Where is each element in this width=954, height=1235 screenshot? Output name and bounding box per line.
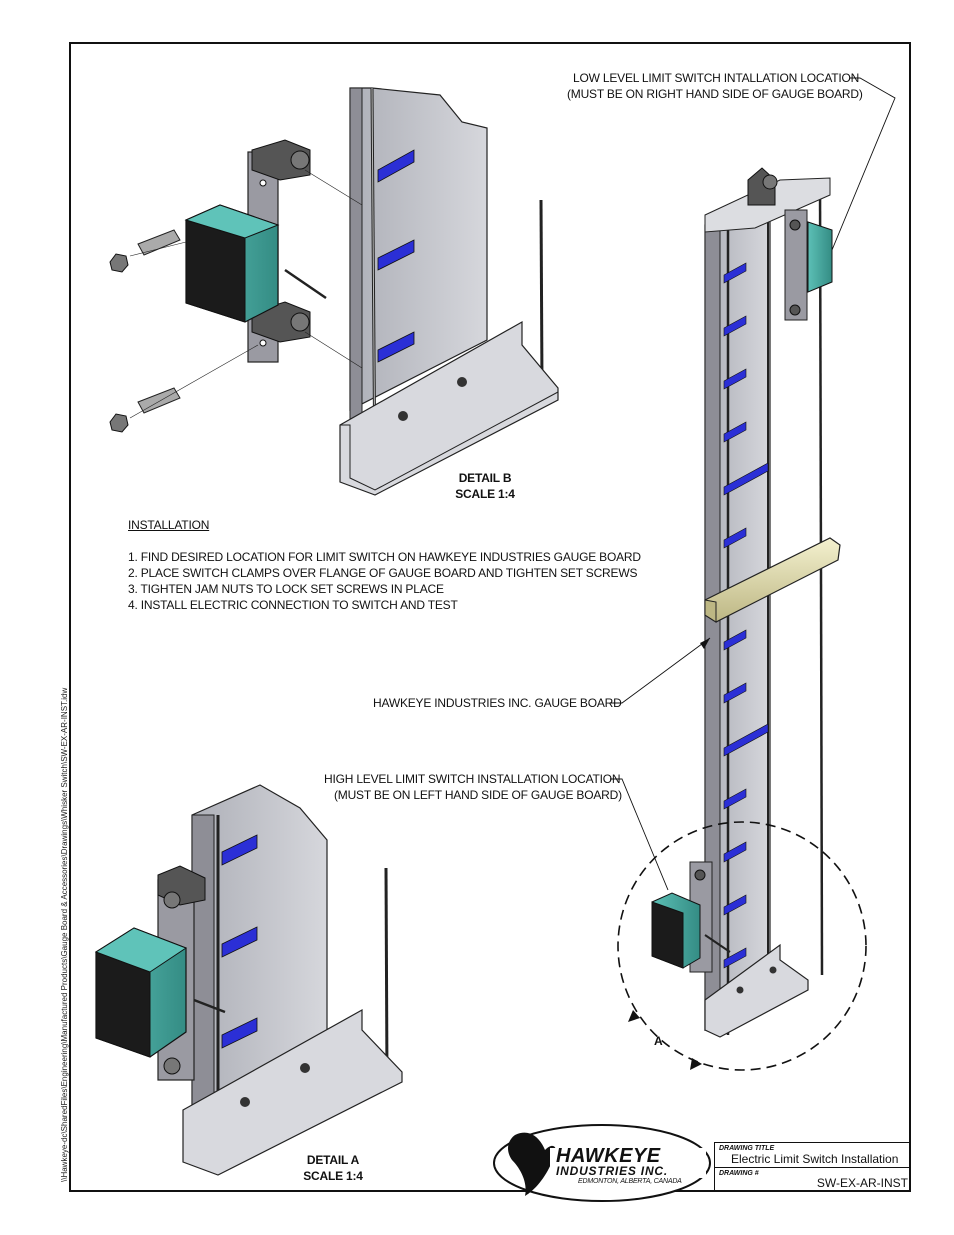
installation-step: 1. FIND DESIRED LOCATION FOR LIMIT SWITC… bbox=[128, 550, 641, 564]
view-a-label: A bbox=[654, 1034, 663, 1048]
detail-b-drawing bbox=[109, 87, 559, 496]
drawing-border bbox=[69, 42, 911, 1192]
drawing-number-label: DRAWING # bbox=[719, 1170, 759, 1177]
logo-location: EDMONTON, ALBERTA, CANADA bbox=[578, 1178, 682, 1185]
high-level-callout-line1: HIGH LEVEL LIMIT SWITCH INSTALLATION LOC… bbox=[324, 772, 621, 786]
installation-heading: INSTALLATION bbox=[128, 518, 210, 532]
gauge-board-leader bbox=[610, 637, 711, 704]
detail-b-scale: SCALE 1:4 bbox=[455, 487, 515, 501]
detail-a-title: DETAIL A bbox=[306, 1153, 360, 1167]
drawing-title-value: Electric Limit Switch Installation bbox=[731, 1152, 899, 1166]
detail-a-drawing bbox=[94, 784, 403, 1176]
title-block: DRAWING TITLE Electric Limit Switch Inst… bbox=[714, 1142, 911, 1192]
low-level-leader bbox=[831, 77, 896, 251]
detail-a-scale: SCALE 1:4 bbox=[303, 1169, 363, 1183]
logo-name: HAWKEYE bbox=[556, 1145, 661, 1167]
low-level-callout-line2: (MUST BE ON RIGHT HAND SIDE OF GAUGE BOA… bbox=[567, 87, 863, 101]
high-level-callout-line2: (MUST BE ON LEFT HAND SIDE OF GAUGE BOAR… bbox=[334, 788, 622, 802]
drawing-title-label: DRAWING TITLE bbox=[719, 1145, 775, 1152]
low-level-callout-line1: LOW LEVEL LIMIT SWITCH INTALLATION LOCAT… bbox=[573, 71, 860, 85]
detail-b-title: DETAIL B bbox=[458, 471, 512, 485]
installation-step: 3. TIGHTEN JAM NUTS TO LOCK SET SCREWS I… bbox=[128, 582, 444, 596]
gauge-board-drawing bbox=[617, 167, 867, 1071]
installation-step: 4. INSTALL ELECTRIC CONNECTION TO SWITCH… bbox=[128, 598, 458, 612]
high-level-leader bbox=[610, 778, 669, 891]
drawing-number-value: SW-EX-AR-INST bbox=[816, 1176, 908, 1190]
installation-step: 2. PLACE SWITCH CLAMPS OVER FLANGE OF GA… bbox=[128, 566, 638, 580]
logo-subname: INDUSTRIES INC. bbox=[556, 1164, 669, 1178]
gauge-board-callout: HAWKEYE INDUSTRIES INC. GAUGE BOARD bbox=[373, 696, 622, 710]
hawkeye-logo bbox=[493, 1124, 711, 1202]
